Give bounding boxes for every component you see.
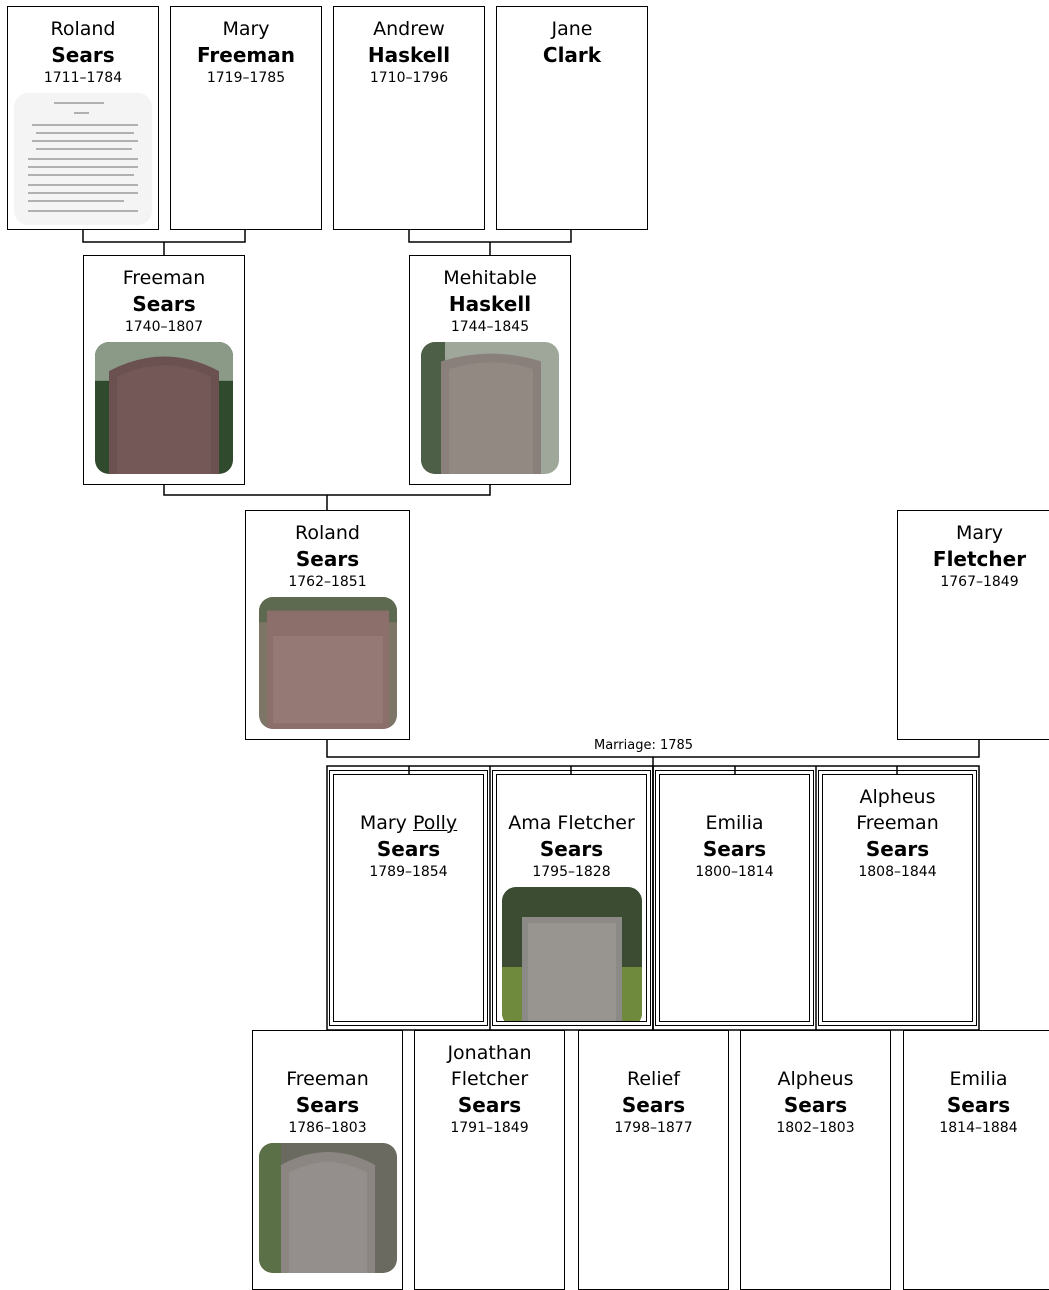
- surname: Sears: [295, 547, 360, 571]
- person-card-mary-polly-sears[interactable]: Mary Polly Sears 1789–1854: [329, 770, 488, 1026]
- given-name: Roland: [295, 522, 360, 544]
- life-dates: 1791–1849: [450, 1120, 529, 1136]
- life-dates: 1762–1851: [288, 574, 367, 590]
- surname: Fletcher: [932, 547, 1027, 571]
- surname: Haskell: [448, 292, 532, 316]
- surname: Sears: [865, 837, 930, 861]
- person-card-freeman-sears-1740[interactable]: Freeman Sears 1740–1807: [83, 255, 245, 485]
- given-name: Andrew: [373, 18, 445, 40]
- given-name-line1: Alpheus: [859, 786, 936, 808]
- life-dates: 1786–1803: [288, 1120, 367, 1136]
- life-dates: 1710–1796: [369, 70, 449, 86]
- person-card-roland-sears-1762[interactable]: Roland Sears 1762–1851: [245, 510, 410, 740]
- given-name: Ama Fletcher: [508, 812, 635, 834]
- person-card-alpheus-freeman-sears[interactable]: Alpheus Freeman Sears 1808–1844: [818, 770, 977, 1026]
- life-dates: 1795–1828: [532, 864, 611, 880]
- gravestone-photo[interactable]: [258, 597, 397, 729]
- person-card-mary-freeman[interactable]: Mary Freeman 1719–1785: [170, 6, 322, 230]
- surname: Freeman: [197, 43, 295, 67]
- life-dates: 1808–1844: [858, 864, 937, 880]
- given-name: Mary Polly: [359, 812, 458, 834]
- surname: Sears: [946, 1093, 1011, 1117]
- given-name: Mary: [222, 18, 270, 40]
- given-name: Freeman: [286, 1068, 369, 1090]
- person-card-emilia-sears-1814[interactable]: Emilia Sears 1814–1884: [903, 1030, 1049, 1290]
- person-card-relief-sears[interactable]: Relief Sears 1798–1877: [578, 1030, 729, 1290]
- life-dates: 1814–1884: [939, 1120, 1018, 1136]
- surname: Sears: [295, 1093, 360, 1117]
- surname: Sears: [51, 43, 115, 67]
- surname: Clark: [542, 43, 602, 67]
- life-dates: 1802–1803: [776, 1120, 855, 1136]
- given-name: Jane: [551, 18, 593, 40]
- life-dates: 1767–1849: [940, 574, 1019, 590]
- surname: Sears: [539, 837, 604, 861]
- person-card-alpheus-sears-1802[interactable]: Alpheus Sears 1802–1803: [740, 1030, 891, 1290]
- given-name: Mehitable: [443, 267, 537, 289]
- life-dates: 1740–1807: [124, 319, 204, 335]
- life-dates: 1711–1784: [43, 70, 123, 86]
- given-name: Alpheus: [777, 1068, 854, 1090]
- surname: Sears: [457, 1093, 522, 1117]
- person-card-emilia-sears-1800[interactable]: Emilia Sears 1800–1814: [655, 770, 814, 1026]
- life-dates: 1719–1785: [206, 70, 286, 86]
- given-name: Mary: [955, 522, 1004, 544]
- gravestone-photo[interactable]: [258, 1143, 397, 1273]
- life-dates: 1789–1854: [369, 864, 448, 880]
- person-card-mary-fletcher[interactable]: Mary Fletcher 1767–1849: [897, 510, 1049, 740]
- given-name-line2: Freeman: [856, 812, 939, 834]
- given-name: Relief: [627, 1068, 680, 1090]
- person-card-ama-fletcher-sears[interactable]: Ama Fletcher Sears 1795–1828: [492, 770, 651, 1026]
- given-name-line2: Fletcher: [450, 1068, 529, 1090]
- given-name-line1: Jonathan: [447, 1042, 532, 1064]
- gravestone-photo[interactable]: [95, 342, 233, 474]
- given-name: Emilia: [949, 1068, 1008, 1090]
- person-card-andrew-haskell[interactable]: Andrew Haskell 1710–1796: [333, 6, 485, 230]
- surname: Sears: [621, 1093, 686, 1117]
- gravestone-photo[interactable]: [501, 887, 642, 1021]
- surname: Haskell: [367, 43, 451, 67]
- given-name: Roland: [50, 18, 116, 40]
- person-card-mehitable-haskell[interactable]: Mehitable Haskell 1744–1845: [409, 255, 571, 485]
- nickname: Polly: [412, 812, 458, 834]
- life-dates: 1800–1814: [695, 864, 774, 880]
- given-name: Freeman: [122, 267, 206, 289]
- person-card-freeman-sears-1786[interactable]: Freeman Sears 1786–1803: [252, 1030, 403, 1290]
- gravestone-photo[interactable]: [421, 342, 559, 474]
- document-scan-photo[interactable]: [14, 93, 152, 225]
- surname: Sears: [132, 292, 196, 316]
- surname: Sears: [702, 837, 767, 861]
- person-card-roland-sears-1711[interactable]: Roland Sears 1711–1784: [7, 6, 159, 230]
- given-name: Emilia: [705, 812, 764, 834]
- person-card-jane-clark[interactable]: Jane Clark: [496, 6, 648, 230]
- surname: Sears: [376, 837, 441, 861]
- person-card-jonathan-fletcher-sears[interactable]: Jonathan Fletcher Sears 1791–1849: [414, 1030, 565, 1290]
- life-dates: 1798–1877: [614, 1120, 693, 1136]
- marriage-label: Marriage: 1785: [593, 738, 695, 754]
- surname: Sears: [783, 1093, 848, 1117]
- life-dates: 1744–1845: [450, 319, 530, 335]
